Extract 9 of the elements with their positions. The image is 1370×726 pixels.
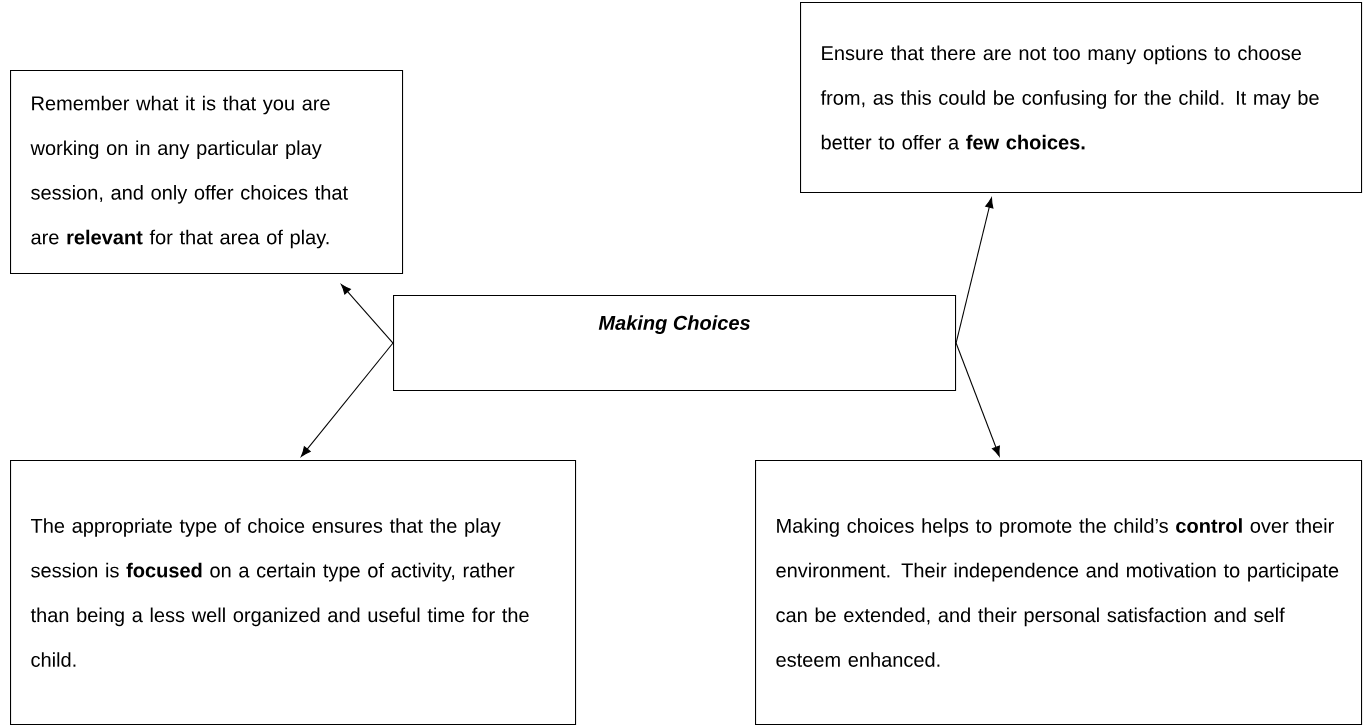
text-box: Making choices helps to promote the child’s control over their environment. Their independence and motivation to participate can be extended, and their personal satisfaction and self esteem enhanced. xyxy=(755,460,1363,726)
title-box: Making Choices xyxy=(393,295,957,392)
text-box: Remember what it is that you are working on in any particular play session, and only offer choices that are relevant for that area of play. xyxy=(10,70,404,275)
arrow xyxy=(340,284,394,344)
text-box: Ensure that there are not too many options to choose from, as this could be confusing for the child. It may be better to offer a few choices. xyxy=(800,2,1363,194)
arrow xyxy=(300,342,394,457)
text-box: The appropriate type of choice ensures that the play session is focused on a certain type of activity, rather than being a less well organized and useful time for the child. xyxy=(10,460,577,726)
arrow xyxy=(955,342,1000,457)
arrow xyxy=(955,197,994,344)
